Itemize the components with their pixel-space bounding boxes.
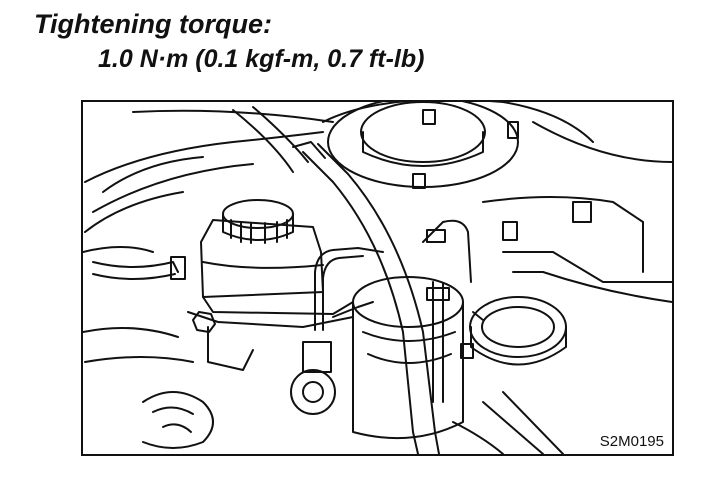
- figure-frame: S2M0195: [81, 100, 674, 456]
- heading: Tightening torque:: [34, 9, 272, 39]
- figure-code: S2M0195: [597, 433, 666, 450]
- torque-value: 1.0 N·m (0.1 kgf-m, 0.7 ft-lb): [98, 45, 425, 73]
- brake-master-cylinder-illustration: [83, 102, 672, 454]
